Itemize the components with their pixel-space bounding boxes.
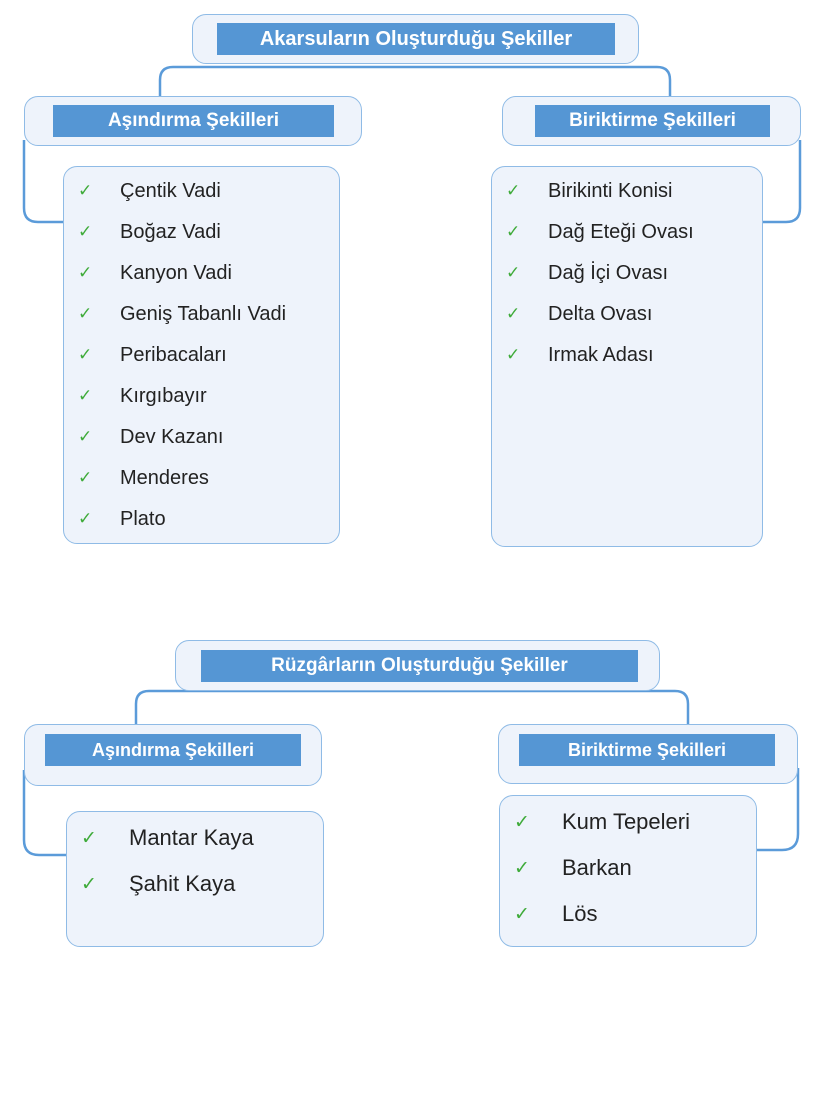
erosion-list: ✓ Mantar Kaya ✓ Şahit Kaya (67, 815, 323, 907)
main-title: Akarsuların Oluşturduğu Şekiller (217, 23, 615, 55)
list-item: ✓ Barkan (500, 845, 756, 891)
erosion-list-box: ✓ Mantar Kaya ✓ Şahit Kaya (66, 811, 324, 947)
deposition-list: ✓ Kum Tepeleri ✓ Barkan ✓ Lös (500, 799, 756, 937)
main-title: Rüzgârların Oluşturduğu Şekiller (201, 650, 638, 682)
main-title-box: Rüzgârların Oluşturduğu Şekiller (175, 640, 660, 691)
deposition-list: ✓ Birikinti Konisi ✓ Dağ Eteği Ovası ✓ Dağ … (492, 171, 762, 376)
check-icon: ✓ (78, 345, 93, 365)
deposition-branch-title: Biriktirme Şekilleri (519, 734, 775, 766)
list-item-label: Dev Kazanı (120, 426, 224, 448)
connector-top-bracket-1 (158, 65, 672, 97)
deposition-branch-box: Biriktirme Şekilleri (498, 724, 798, 784)
list-item-label: Mantar Kaya (129, 825, 254, 850)
check-icon: ✓ (506, 181, 521, 201)
check-icon: ✓ (81, 873, 97, 895)
list-item-label: Dağ İçi Ovası (548, 262, 669, 284)
list-item: ✓ Kırgıbayır (64, 376, 339, 417)
list-item: ✓ Kanyon Vadi (64, 253, 339, 294)
erosion-list-box: ✓ Çentik Vadi ✓ Boğaz Vadi ✓ Kanyon Vadi ✓ G… (63, 166, 340, 544)
list-item-label: Kum Tepeleri (562, 809, 690, 834)
list-item: ✓ Peribacaları (64, 335, 339, 376)
check-icon: ✓ (78, 181, 93, 201)
list-item: ✓ Geniş Tabanlı Vadi (64, 294, 339, 335)
list-item: ✓ Dev Kazanı (64, 417, 339, 458)
connector-left-1 (22, 140, 64, 224)
list-item-label: Kırgıbayır (120, 385, 207, 407)
list-item-label: Geniş Tabanlı Vadi (120, 303, 287, 325)
list-item: ✓ Şahit Kaya (67, 861, 323, 907)
list-item-label: Çentik Vadi (120, 180, 221, 202)
check-icon: ✓ (506, 304, 521, 324)
check-icon: ✓ (78, 222, 93, 242)
list-item-label: Birikinti Konisi (548, 180, 673, 202)
deposition-list-box: ✓ Birikinti Konisi ✓ Dağ Eteği Ovası ✓ Dağ … (491, 166, 763, 547)
list-item-label: Irmak Adası (548, 344, 654, 366)
list-item: ✓ Menderes (64, 458, 339, 499)
list-item-label: Menderes (120, 467, 209, 489)
check-icon: ✓ (78, 427, 93, 447)
list-item-label: Kanyon Vadi (120, 262, 232, 284)
check-icon: ✓ (78, 386, 93, 406)
erosion-list: ✓ Çentik Vadi ✓ Boğaz Vadi ✓ Kanyon Vadi ✓ G… (64, 171, 339, 540)
list-item: ✓ Birikinti Konisi (492, 171, 762, 212)
check-icon: ✓ (506, 222, 521, 242)
list-item: ✓ Plato (64, 499, 339, 540)
list-item: ✓ Mantar Kaya (67, 815, 323, 861)
check-icon: ✓ (514, 903, 530, 925)
list-item: ✓ Delta Ovası (492, 294, 762, 335)
check-icon: ✓ (78, 468, 93, 488)
list-item-label: Plato (120, 508, 166, 530)
list-item-label: Lös (562, 901, 598, 926)
check-icon: ✓ (78, 263, 93, 283)
erosion-branch-title: Aşındırma Şekilleri (53, 105, 334, 137)
check-icon: ✓ (514, 811, 530, 833)
list-item-label: Boğaz Vadi (120, 221, 221, 243)
list-item-label: Barkan (562, 855, 632, 880)
check-icon: ✓ (514, 857, 530, 879)
list-item-label: Şahit Kaya (129, 871, 236, 896)
erosion-branch-box: Aşındırma Şekilleri (24, 724, 322, 786)
erosion-branch-title: Aşındırma Şekilleri (45, 734, 301, 766)
list-item: ✓ Lös (500, 891, 756, 937)
list-item: ✓ Dağ Eteği Ovası (492, 212, 762, 253)
deposition-branch-box: Biriktirme Şekilleri (502, 96, 801, 146)
list-item: ✓ Irmak Adası (492, 335, 762, 376)
deposition-branch-title: Biriktirme Şekilleri (535, 105, 770, 137)
check-icon: ✓ (78, 304, 93, 324)
main-title-box: Akarsuların Oluşturduğu Şekiller (192, 14, 639, 64)
list-item-label: Delta Ovası (548, 303, 653, 325)
check-icon: ✓ (506, 345, 521, 365)
deposition-list-box: ✓ Kum Tepeleri ✓ Barkan ✓ Lös (499, 795, 757, 947)
erosion-branch-box: Aşındırma Şekilleri (24, 96, 362, 146)
check-icon: ✓ (81, 827, 97, 849)
list-item: ✓ Dağ İçi Ovası (492, 253, 762, 294)
list-item: ✓ Çentik Vadi (64, 171, 339, 212)
connector-top-bracket-2 (134, 689, 690, 724)
connector-right-1 (763, 140, 802, 224)
list-item: ✓ Boğaz Vadi (64, 212, 339, 253)
check-icon: ✓ (506, 263, 521, 283)
list-item-label: Peribacaları (120, 344, 227, 366)
check-icon: ✓ (78, 509, 93, 529)
list-item-label: Dağ Eteği Ovası (548, 221, 694, 243)
list-item: ✓ Kum Tepeleri (500, 799, 756, 845)
